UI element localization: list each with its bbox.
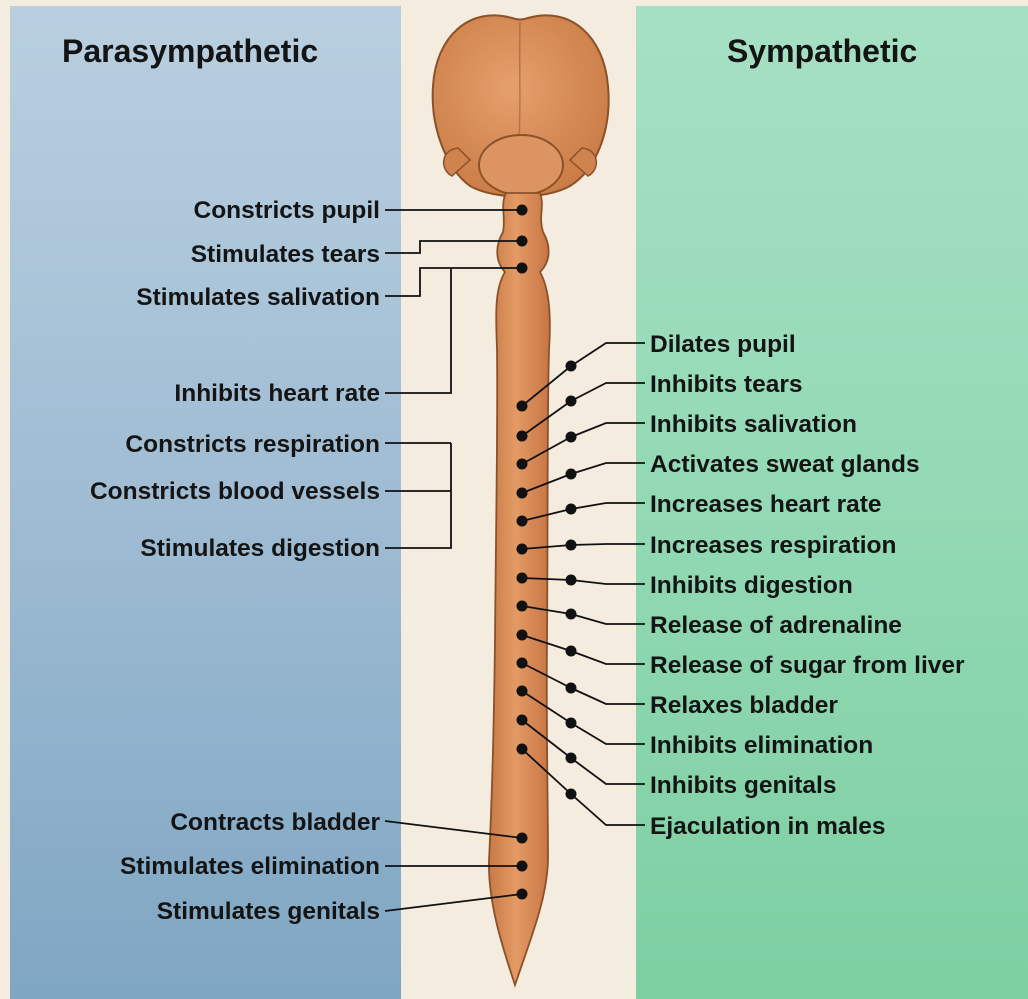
nerve-dot-stimulates-tears xyxy=(517,236,528,247)
connector-ejaculation-in-males xyxy=(571,794,645,825)
ganglion-dot-release-of-sugar-from-liver xyxy=(566,646,577,657)
effect-stimulates-tears: Stimulates tears xyxy=(191,241,380,268)
ganglion-dot-ejaculation-in-males xyxy=(566,789,577,800)
nerve-dot-stimulates-salivation xyxy=(517,263,528,274)
connector-inhibits-genitals xyxy=(571,758,645,784)
connector-relaxes-bladder xyxy=(571,688,645,704)
cord-dot-inhibits-digestion xyxy=(517,573,528,584)
brain xyxy=(433,15,609,196)
cord-dot-dilates-pupil xyxy=(517,401,528,412)
effect-constricts-blood-vessels: Constricts blood vessels xyxy=(90,478,380,505)
connector-inhibits-digestion xyxy=(571,580,645,584)
sympathetic-title: Sympathetic xyxy=(727,33,917,69)
effect-inhibits-genitals: Inhibits genitals xyxy=(650,772,837,799)
effect-constricts-pupil: Constricts pupil xyxy=(194,197,380,224)
connector-inhibits-elimination xyxy=(571,723,645,744)
effect-stimulates-salivation: Stimulates salivation xyxy=(136,284,380,311)
effect-activates-sweat-glands: Activates sweat glands xyxy=(650,451,920,478)
effect-inhibits-elimination: Inhibits elimination xyxy=(650,732,873,759)
effect-constricts-respiration: Constricts respiration xyxy=(125,431,380,458)
nerve-dot-stimulates-genitals xyxy=(517,889,528,900)
connector-dilates-pupil xyxy=(571,343,645,366)
effect-ejaculation-in-males: Ejaculation in males xyxy=(650,813,886,840)
cord-dot-inhibits-genitals xyxy=(517,715,528,726)
connector-activates-sweat-glands xyxy=(571,463,645,474)
ganglion-dot-inhibits-genitals xyxy=(566,753,577,764)
cord-dot-inhibits-elimination xyxy=(517,686,528,697)
cord-dot-inhibits-salivation xyxy=(517,459,528,470)
parasympathetic-title: Parasympathetic xyxy=(62,33,318,69)
connector-release-of-adrenaline xyxy=(571,614,645,624)
effect-release-of-adrenaline: Release of adrenaline xyxy=(650,612,902,639)
effect-inhibits-tears: Inhibits tears xyxy=(650,371,802,398)
ganglion-dot-inhibits-digestion xyxy=(566,575,577,586)
cord-dot-ejaculation-in-males xyxy=(517,744,528,755)
cord-dot-activates-sweat-glands xyxy=(517,488,528,499)
effect-stimulates-elimination: Stimulates elimination xyxy=(120,853,380,880)
effect-increases-heart-rate: Increases heart rate xyxy=(650,491,882,518)
cord-dot-relaxes-bladder xyxy=(517,658,528,669)
connector-inhibits-salivation xyxy=(571,423,645,437)
ganglion-dot-relaxes-bladder xyxy=(566,683,577,694)
cord-dot-release-of-adrenaline xyxy=(517,601,528,612)
nerve-dot-constricts-pupil xyxy=(517,205,528,216)
effect-release-of-sugar-from-liver: Release of sugar from liver xyxy=(650,652,965,679)
cord-dot-inhibits-tears xyxy=(517,431,528,442)
ganglion-dot-increases-heart-rate xyxy=(566,504,577,515)
connector-inhibits-tears xyxy=(571,383,645,401)
connector-increases-heart-rate xyxy=(571,503,645,509)
ganglion-dot-release-of-adrenaline xyxy=(566,609,577,620)
cord-dot-increases-heart-rate xyxy=(517,516,528,527)
effect-inhibits-salivation: Inhibits salivation xyxy=(650,411,857,438)
effect-stimulates-genitals: Stimulates genitals xyxy=(157,898,380,925)
connector-increases-respiration xyxy=(571,544,645,545)
ganglion-dot-inhibits-elimination xyxy=(566,718,577,729)
effect-increases-respiration: Increases respiration xyxy=(650,532,896,559)
cord-dot-release-of-sugar-from-liver xyxy=(517,630,528,641)
connector-release-of-sugar-from-liver xyxy=(571,651,645,664)
effect-dilates-pupil: Dilates pupil xyxy=(650,331,796,358)
effect-relaxes-bladder: Relaxes bladder xyxy=(650,692,838,719)
cord-dot-increases-respiration xyxy=(517,544,528,555)
effect-stimulates-digestion: Stimulates digestion xyxy=(140,535,380,562)
ganglion-dot-activates-sweat-glands xyxy=(566,469,577,480)
effect-contracts-bladder: Contracts bladder xyxy=(170,809,380,836)
effect-inhibits-heart-rate: Inhibits heart rate xyxy=(174,380,380,407)
ganglion-dot-inhibits-salivation xyxy=(566,432,577,443)
nerve-dot-contracts-bladder xyxy=(517,833,528,844)
ganglion-dot-inhibits-tears xyxy=(566,396,577,407)
effect-inhibits-digestion: Inhibits digestion xyxy=(650,572,853,599)
nerve-dot-stimulates-elimination xyxy=(517,861,528,872)
ganglion-dot-dilates-pupil xyxy=(566,361,577,372)
ganglion-dot-increases-respiration xyxy=(566,540,577,551)
